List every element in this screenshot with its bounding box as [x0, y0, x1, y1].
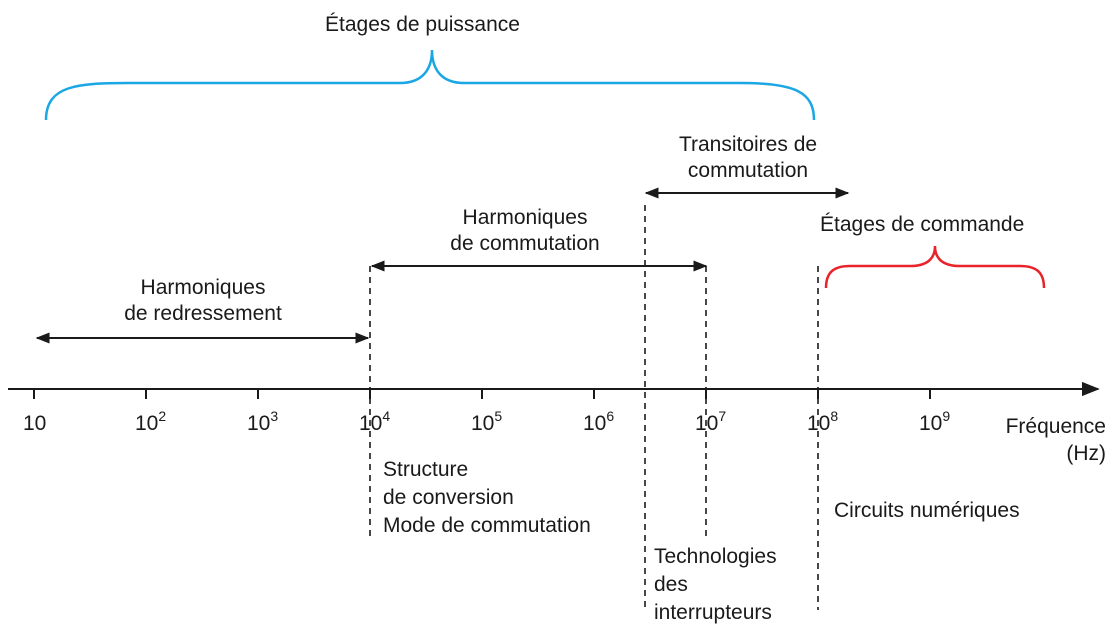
- conversion-line3: Mode de commutation: [383, 514, 591, 537]
- tick-label-base: 10: [583, 412, 607, 435]
- conversion-line1: Structure: [383, 458, 469, 481]
- command-stages-brace: [824, 245, 1046, 289]
- tick-label-exponent: 8: [830, 408, 839, 424]
- tick-label-base: 10: [471, 412, 495, 435]
- axis-label-line1: Fréquence: [1005, 415, 1106, 438]
- tick-label-exponent: 9: [942, 408, 951, 424]
- conversion-note: Structure de conversion Mode de commutat…: [383, 456, 591, 540]
- tick-label: 105: [471, 409, 502, 436]
- tick-label-base: 10: [23, 412, 47, 435]
- tick-label: 103: [247, 409, 278, 436]
- switching-transients-label: Transitoires de commutation: [638, 132, 858, 184]
- power-stages-label: Étages de puissance: [325, 13, 520, 36]
- tick-label: 104: [359, 409, 390, 436]
- tick-label-exponent: 7: [718, 408, 727, 424]
- tick-label-exponent: 5: [494, 408, 503, 424]
- tick-label-exponent: 2: [158, 408, 167, 424]
- tick-label-exponent: 4: [382, 408, 391, 424]
- technologies-line1: Technologies: [654, 545, 777, 568]
- tick-label: 108: [807, 409, 838, 436]
- tick-label-base: 10: [807, 412, 831, 435]
- tick-label-exponent: 6: [606, 408, 615, 424]
- tick-label-base: 10: [247, 412, 271, 435]
- tick-label-base: 10: [695, 412, 719, 435]
- tick-label-base: 10: [359, 412, 383, 435]
- technologies-line3: interrupteurs: [654, 601, 772, 624]
- switching-harmonics-line1: Harmoniques: [462, 206, 588, 229]
- tick-label: 106: [583, 409, 614, 436]
- conversion-line2: de conversion: [383, 486, 514, 509]
- switching-harmonics-label: Harmoniques de commutation: [415, 205, 635, 257]
- tick-label: 109: [919, 409, 950, 436]
- axis-label: Fréquence (Hz): [1006, 413, 1106, 467]
- tick-label: 10: [23, 412, 46, 436]
- tick-label-base: 10: [135, 412, 159, 435]
- tick-label: 107: [695, 409, 726, 436]
- axis-ticks: [33, 389, 931, 399]
- command-stages-label: Étages de commande: [820, 213, 1025, 236]
- tick-label: 102: [135, 409, 166, 436]
- digital-circuits-note: Circuits numériques: [834, 499, 1020, 522]
- tick-label-exponent: 3: [270, 408, 279, 424]
- switching-transients-line2: commutation: [687, 159, 809, 182]
- rectification-line1: Harmoniques: [140, 276, 266, 299]
- axis-label-line2: (Hz): [1066, 442, 1106, 465]
- tick-label-base: 10: [919, 412, 943, 435]
- technologies-line2: des: [654, 573, 688, 596]
- technologies-note: Technologies des interrupteurs: [654, 543, 777, 627]
- rectification-harmonics-label: Harmoniques de redressement: [93, 275, 313, 327]
- power-stages-brace: [44, 49, 816, 121]
- switching-transients-line1: Transitoires de: [678, 133, 818, 156]
- switching-harmonics-line2: de commutation: [450, 232, 600, 255]
- rectification-line2: de redressement: [124, 302, 282, 325]
